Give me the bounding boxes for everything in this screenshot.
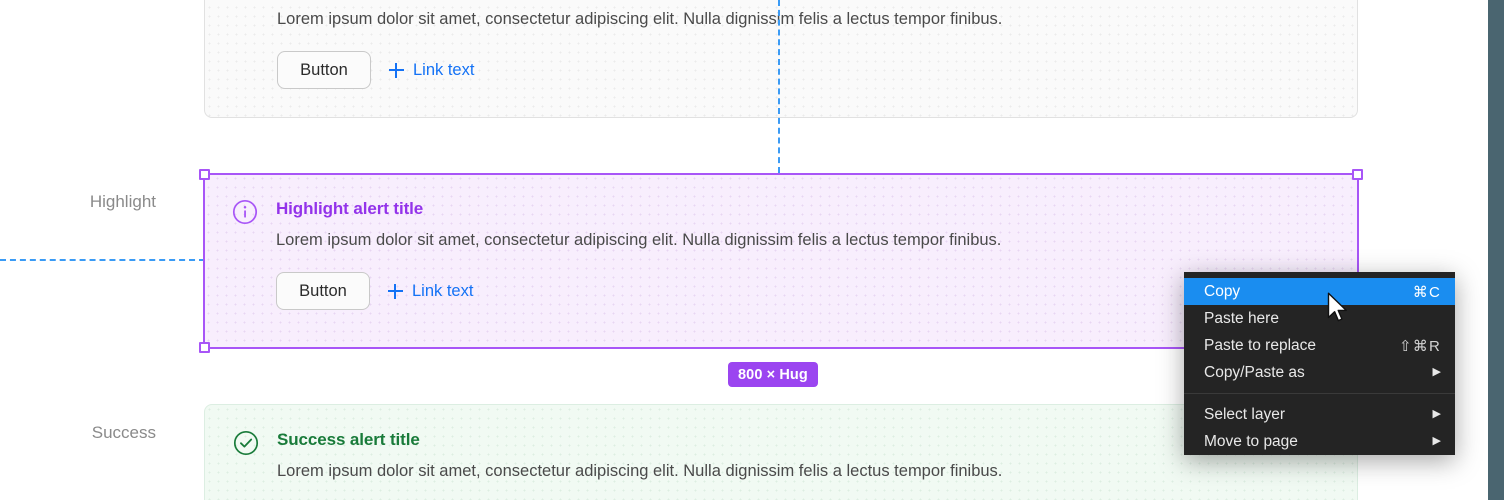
menu-item-paste-to-replace[interactable]: Paste to replace ⇧⌘R (1184, 332, 1455, 359)
alert-description: Lorem ipsum dolor sit amet, consectetur … (276, 231, 1002, 249)
alert-card-success[interactable]: Success alert title Lorem ipsum dolor si… (204, 404, 1358, 500)
row-label-success: Success (91, 423, 156, 442)
alert-description: Lorem ipsum dolor sit amet, consectetur … (277, 10, 1003, 28)
menu-item-paste-here[interactable]: Paste here (1184, 305, 1455, 332)
alert-content: Lorem ipsum dolor sit amet, consectetur … (205, 0, 1357, 117)
plus-icon (389, 62, 404, 78)
row-label-highlight: Highlight (89, 192, 156, 211)
menu-item-select-layer[interactable]: Select layer ▶ (1184, 401, 1455, 428)
menu-item-label: Paste here (1204, 309, 1279, 327)
menu-item-label: Copy (1204, 282, 1241, 300)
alert-actions: Button Link text (277, 51, 1329, 89)
menu-item-label: Paste to replace (1204, 336, 1317, 354)
menu-item-shortcut: ⌘C (1412, 283, 1441, 301)
link-label[interactable]: Link text (413, 60, 475, 79)
link-label[interactable]: Link text (412, 281, 474, 300)
menu-item-move-to-page[interactable]: Move to page ▶ (1184, 428, 1455, 455)
plus-icon (388, 283, 403, 299)
alert-row: Highlight alert title Lorem ipsum dolor … (232, 198, 1330, 310)
alert-title: Success alert title (277, 430, 420, 449)
alert-row: Lorem ipsum dolor sit amet, consectetur … (233, 7, 1329, 89)
alignment-guide-horizontal (0, 259, 205, 261)
menu-separator (1184, 393, 1455, 394)
check-circle-icon (233, 430, 259, 456)
menu-item-label: Move to page (1204, 432, 1298, 450)
alert-row: Success alert title Lorem ipsum dolor si… (233, 429, 1329, 500)
menu-item-copy[interactable]: Copy ⌘C (1184, 278, 1455, 305)
alert-card-default[interactable]: Lorem ipsum dolor sit amet, consectetur … (204, 0, 1358, 118)
menu-item-label: Copy/Paste as (1204, 363, 1305, 381)
alert-card-highlight[interactable]: Highlight alert title Lorem ipsum dolor … (204, 174, 1358, 348)
alert-link[interactable]: Link text (389, 61, 474, 80)
menu-item-shortcut: ⇧⌘R (1398, 337, 1441, 355)
submenu-arrow-icon: ▶ (1432, 366, 1441, 378)
context-menu[interactable]: Copy ⌘C Paste here Paste to replace ⇧⌘R … (1184, 272, 1455, 455)
alert-body: Success alert title Lorem ipsum dolor si… (277, 429, 1329, 500)
alert-description: Lorem ipsum dolor sit amet, consectetur … (277, 462, 1003, 480)
info-circle-icon (232, 199, 258, 225)
alert-button[interactable]: Button (277, 51, 371, 89)
alert-content: Success alert title Lorem ipsum dolor si… (205, 405, 1357, 500)
menu-item-copy-paste-as[interactable]: Copy/Paste as ▶ (1184, 359, 1455, 386)
alert-link[interactable]: Link text (388, 282, 473, 301)
right-edge-panel (1488, 0, 1504, 500)
info-circle-icon (233, 8, 259, 34)
alert-body: Lorem ipsum dolor sit amet, consectetur … (277, 7, 1329, 89)
alignment-guide-vertical (778, 0, 780, 173)
selection-size-badge: 800 × Hug (728, 362, 818, 387)
submenu-arrow-icon: ▶ (1432, 408, 1441, 420)
alert-content: Highlight alert title Lorem ipsum dolor … (204, 174, 1358, 348)
menu-item-label: Select layer (1204, 405, 1285, 423)
alert-body: Highlight alert title Lorem ipsum dolor … (276, 198, 1330, 310)
alert-actions: Button Link text (276, 272, 1330, 310)
alert-title: Highlight alert title (276, 199, 424, 218)
submenu-arrow-icon: ▶ (1432, 435, 1441, 447)
alert-button[interactable]: Button (276, 272, 370, 310)
